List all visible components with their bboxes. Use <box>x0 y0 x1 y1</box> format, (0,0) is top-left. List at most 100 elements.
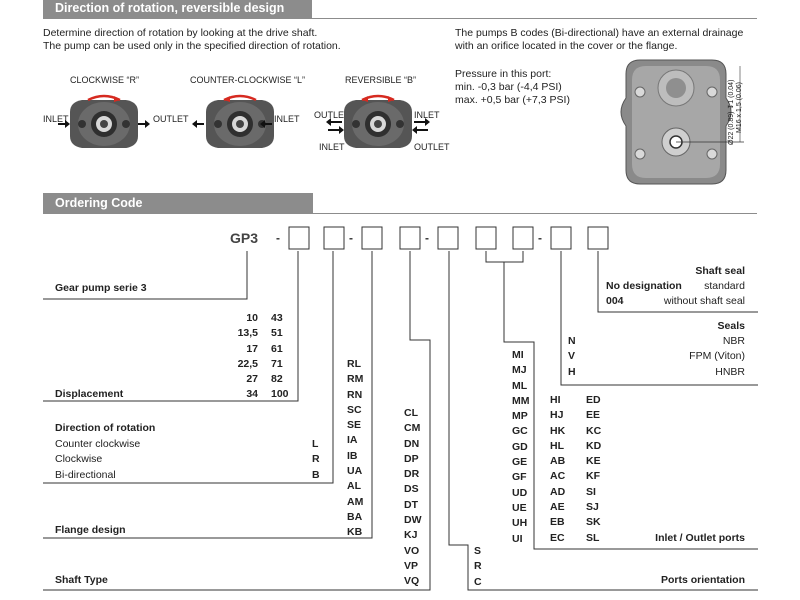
shaft-type-code: CM <box>404 422 421 435</box>
flange-code: BA <box>347 510 363 523</box>
shaft-type-codes: CL CM DN DP DR DS DT DW KJ VO VP VQ <box>404 406 422 590</box>
label-inlet-3a: INLET <box>319 142 345 152</box>
port-code: EB <box>550 516 565 529</box>
bidir-note-1: The pumps B codes (Bi-directional) have … <box>455 27 744 39</box>
orientation-code: R <box>474 560 482 573</box>
svg-text:-: - <box>349 231 353 245</box>
port-code: EC <box>550 531 565 544</box>
shaft-type-code: DN <box>404 437 420 450</box>
port-code: HI <box>550 394 561 406</box>
port-code: AB <box>550 455 566 468</box>
rotation-diagrams <box>58 59 744 185</box>
port-code: GE <box>512 456 528 469</box>
flange-code: SE <box>347 419 362 432</box>
leader-seals <box>560 251 758 386</box>
flange-code: IB <box>347 449 358 462</box>
direction-code: R <box>312 453 320 466</box>
direction-item: Counter clockwise <box>55 438 141 450</box>
direction-item: Bi-directional <box>55 468 116 481</box>
port-code: SI <box>586 485 596 498</box>
shaft-type-label: Shaft Type <box>55 574 108 586</box>
port-code: MP <box>512 410 528 423</box>
svg-text:-: - <box>538 231 542 245</box>
displacement-value: 71 <box>271 357 283 370</box>
port-code: MM <box>512 394 530 407</box>
pump-counter-clockwise-image <box>192 94 274 148</box>
port-code: SJ <box>586 501 599 514</box>
shaft-type-code: VP <box>404 559 419 572</box>
orientation-label: Ports orientation <box>660 574 745 586</box>
leader-ports <box>485 251 758 550</box>
label-outlet-1: OUTLET <box>153 114 189 124</box>
flange-code: RN <box>347 388 363 401</box>
leader-shaft-seal <box>597 251 758 313</box>
shaft-type-code: DW <box>404 514 422 527</box>
port-code: GF <box>512 471 527 484</box>
seal-name: HNBR <box>715 365 745 378</box>
displacement-col1: 10 13,5 17 22,5 27 34 <box>226 311 258 403</box>
rotation-intro-2: The pump can be used only in the specifi… <box>43 40 341 52</box>
shaft-seal-code-004: 004 <box>606 295 624 307</box>
shaft-type-code: KJ <box>404 529 418 542</box>
seals-title: Seals <box>717 320 745 332</box>
flange-code: AM <box>347 495 364 508</box>
seal-name: FPM (Viton) <box>689 350 745 363</box>
pressure-title: Pressure in this port: <box>455 68 552 80</box>
displacement-value: 17 <box>246 342 258 355</box>
seal-name: NBR <box>722 335 745 347</box>
shaft-type-code: DS <box>404 483 419 496</box>
section-rule-2 <box>43 213 757 214</box>
leader-displacement <box>43 251 299 402</box>
port-code: SL <box>586 531 600 544</box>
displacement-value: 27 <box>246 373 258 386</box>
flange-label: Flange design <box>55 524 126 536</box>
port-code: UH <box>512 517 528 530</box>
leader-flange <box>43 251 373 539</box>
displacement-value: 34 <box>246 388 258 401</box>
direction-item: Clockwise <box>55 453 103 466</box>
shaft-type-code: VO <box>404 544 420 557</box>
flange-code: KB <box>347 526 363 539</box>
label-counter-clockwise: COUNTER-CLOCKWISE “L” <box>190 75 306 85</box>
port-code: UE <box>512 501 527 514</box>
shaft-seal-without: without shaft seal <box>663 295 745 307</box>
displacement-value: 82 <box>271 373 283 386</box>
port-code: UD <box>512 486 528 499</box>
ports-col3: ED EE KC KD KE KF SI SJ SK SL <box>586 393 601 546</box>
shaft-seal-title: Shaft seal <box>695 265 745 277</box>
direction-title: Direction of rotation <box>55 422 156 434</box>
orientation-codes: S R C <box>474 544 482 590</box>
displacement-value: 61 <box>271 342 283 355</box>
port-code: UI <box>512 532 523 545</box>
section-header-ordering: Ordering Code <box>43 193 313 213</box>
flange-code: RL <box>347 358 361 370</box>
flange-code: SC <box>347 403 362 416</box>
displacement-label: Displacement <box>55 388 124 400</box>
label-inlet-2: INLET <box>274 114 300 124</box>
port-code: AC <box>550 470 566 483</box>
label-outlet-3a: OUTLET <box>314 110 350 120</box>
direction-code: L <box>312 438 319 450</box>
displacement-value: 100 <box>271 388 289 401</box>
shaft-seal-no-designation: No designation <box>606 280 682 292</box>
flange-code: AL <box>347 480 361 493</box>
port-code: SK <box>586 516 601 529</box>
label-reversible: REVERSIBLE “B” <box>345 75 417 85</box>
port-code: ED <box>586 394 601 406</box>
section-rule <box>43 18 757 19</box>
direction-codes: L R B <box>312 437 320 483</box>
code-dashes: - - - - <box>276 231 542 245</box>
displacement-value: 22,5 <box>237 357 258 370</box>
port-code: KF <box>586 470 600 483</box>
leader-shaft-type <box>43 251 431 591</box>
flange-codes: RL RM RN SC SE IA IB UA AL AM BA KB <box>347 357 363 541</box>
gear-pump-label: Gear pump serie 3 <box>55 282 147 294</box>
displacement-col2: 43 51 61 71 82 100 <box>271 311 289 403</box>
port-code: KD <box>586 439 602 452</box>
ports-col1: MI MJ ML MM MP GC GD GE GF UD UE UH UI <box>512 348 530 547</box>
port-code: AD <box>550 485 566 498</box>
label-clockwise: CLOCKWISE “R” <box>70 75 140 85</box>
port-code: HL <box>550 439 564 452</box>
seals-codes: N V H <box>568 334 576 380</box>
